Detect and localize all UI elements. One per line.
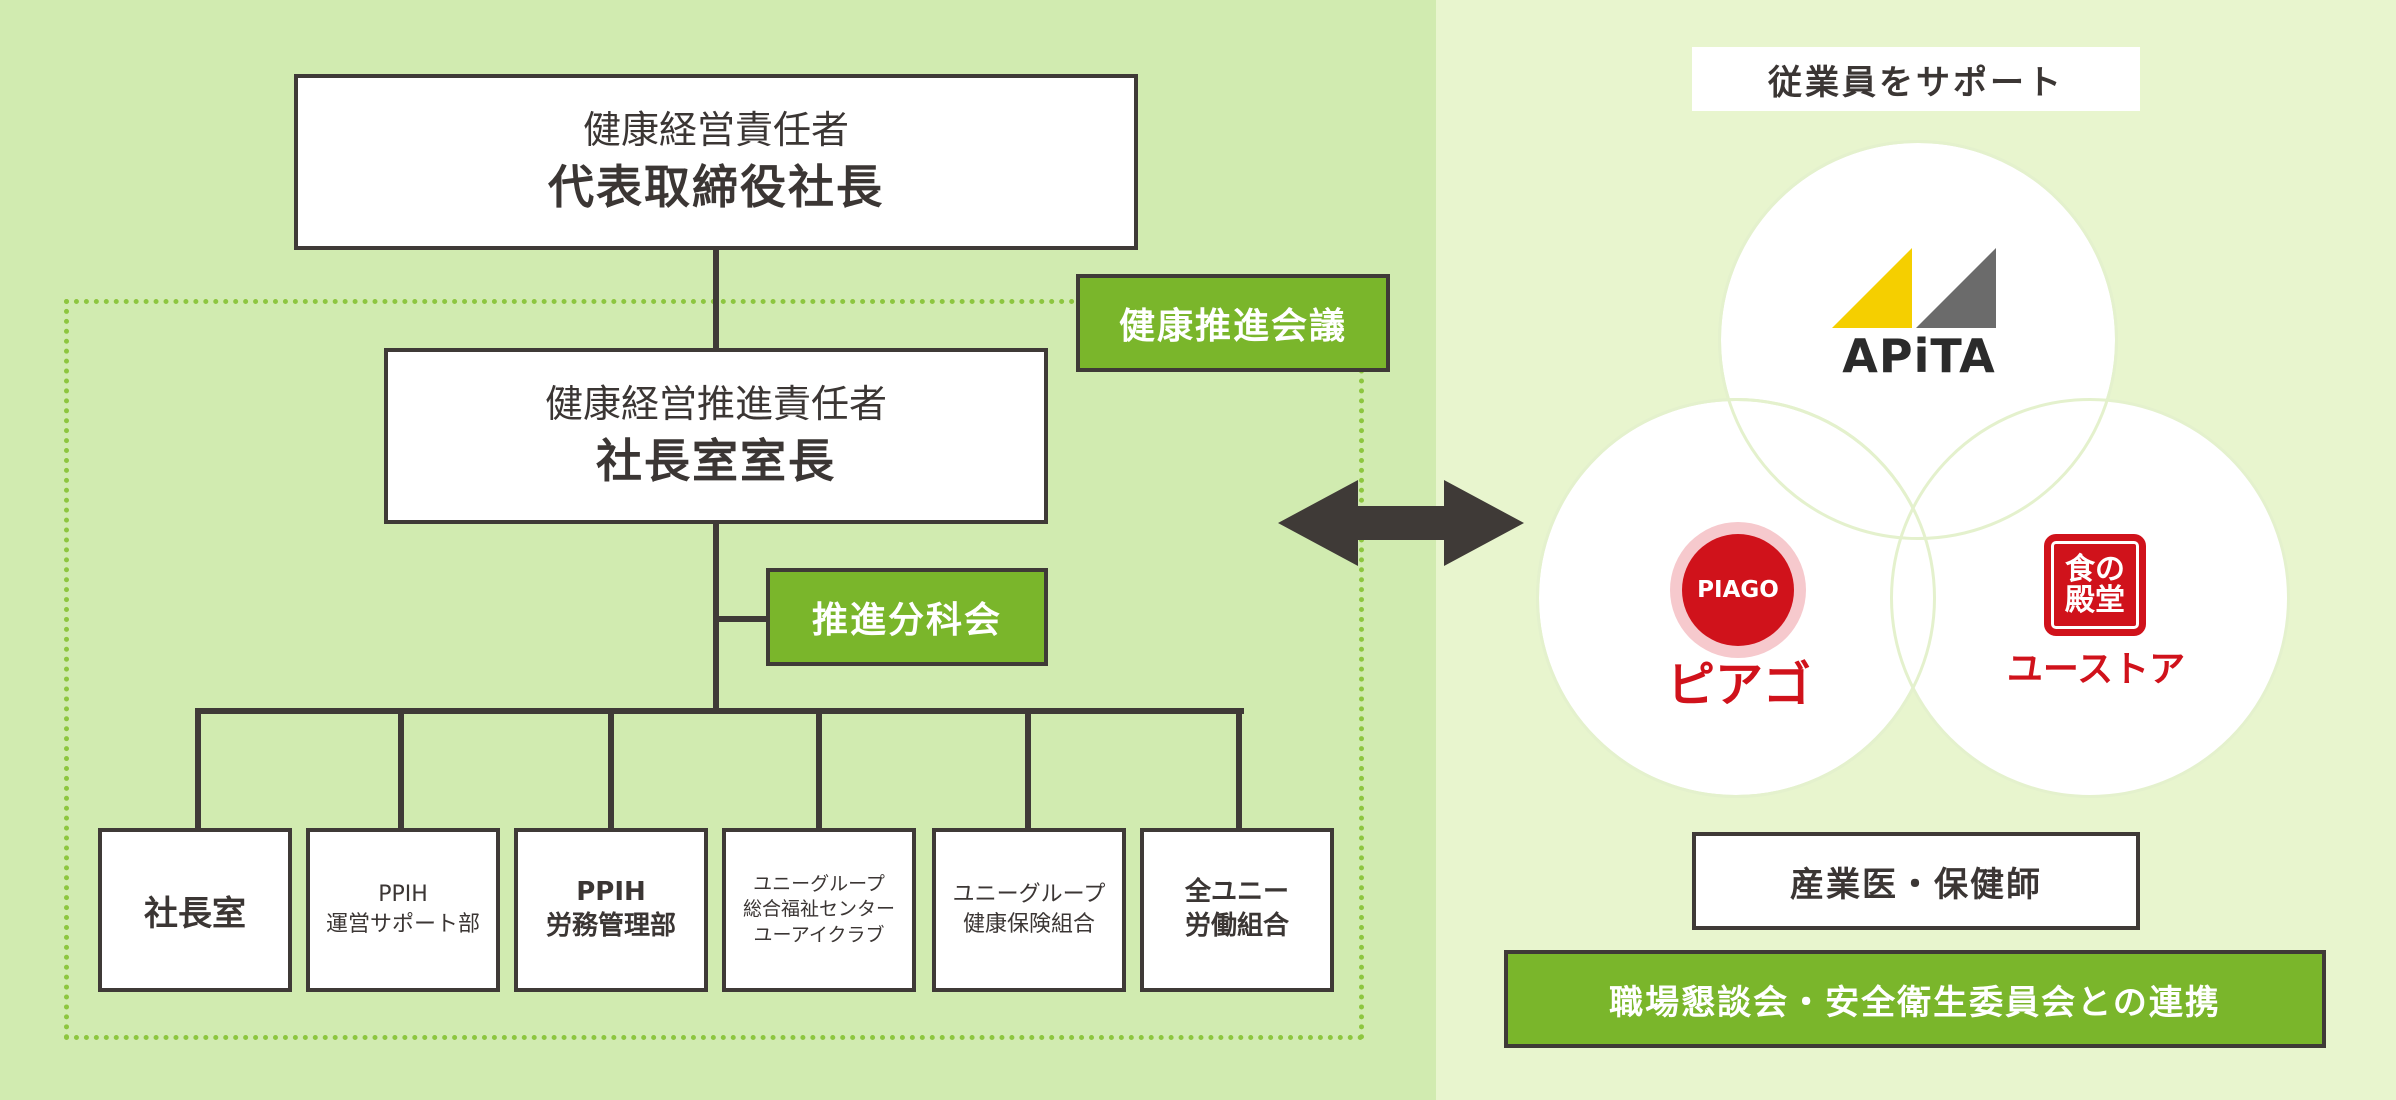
venn-outline	[1536, 398, 1936, 798]
connector-line	[195, 708, 201, 830]
ustore-emblem-line: 殿堂	[2065, 583, 2125, 618]
department-line: PPIH	[576, 877, 646, 908]
department-line: 運営サポート部	[325, 912, 480, 937]
apita-logo	[1832, 248, 1996, 328]
promotion-lead-title: 社長室室長	[596, 433, 836, 488]
connector-line	[608, 708, 614, 830]
department-line: ユニーグループ	[753, 872, 885, 895]
connector-line	[1025, 708, 1031, 830]
promotion-lead-box: 健康経営推進責任者 社長室室長	[384, 348, 1048, 524]
department-line: ユーアイクラブ	[753, 923, 885, 946]
department-line: PPIH	[378, 882, 428, 908]
connector-line	[716, 616, 766, 622]
department-line: 全ユニー	[1184, 877, 1289, 908]
department-line: 労働組合	[1184, 911, 1289, 941]
chair-box: 健康経営責任者 代表取締役社長	[294, 74, 1138, 250]
department-box: ユニーグループ 総合福祉センター ユーアイクラブ	[722, 828, 916, 992]
department-line: ユニーグループ	[952, 882, 1106, 908]
ustore-emblem: 食の 殿堂	[2044, 534, 2146, 636]
department-line: 労務管理部	[545, 911, 676, 941]
promotion-lead-role: 健康経営推進責任者	[544, 382, 887, 427]
connector-line	[713, 250, 719, 350]
connector-line	[1236, 708, 1242, 830]
connector-line	[816, 708, 822, 830]
subcommittee-label: 推進分科会	[766, 568, 1048, 666]
department-box: 社長室	[98, 828, 292, 992]
piago-badge: PIAGO	[1682, 534, 1794, 646]
connector-line	[398, 708, 404, 830]
occupational-health-box: 産業医・保健師	[1692, 832, 2140, 930]
collaboration-box: 職場懇談会・安全衛生委員会との連携	[1504, 950, 2326, 1048]
department-line: 健康保険組合	[962, 912, 1095, 937]
piago-wordmark: ピアゴ	[1666, 657, 1811, 713]
ustore-wordmark: ユーストア	[2006, 649, 2186, 690]
department-line: 社長室	[144, 893, 246, 934]
chair-title: 代表取締役社長	[548, 159, 884, 214]
double-arrow-icon	[1278, 480, 1524, 566]
support-label: 従業員をサポート	[1692, 47, 2140, 111]
department-box: 全ユニー 労働組合	[1140, 828, 1334, 992]
department-box: ユニーグループ 健康保険組合	[932, 828, 1126, 992]
apita-wordmark: APiTA	[1842, 329, 1996, 383]
department-line: 総合福祉センター	[742, 898, 895, 921]
chair-role: 健康経営責任者	[582, 108, 849, 153]
ustore-emblem-line: 食の	[2065, 551, 2125, 587]
connector-line	[195, 708, 1244, 714]
department-box: PPIH 労務管理部	[514, 828, 708, 992]
health-council-label: 健康推進会議	[1076, 274, 1390, 372]
department-box: PPIH 運営サポート部	[306, 828, 500, 992]
